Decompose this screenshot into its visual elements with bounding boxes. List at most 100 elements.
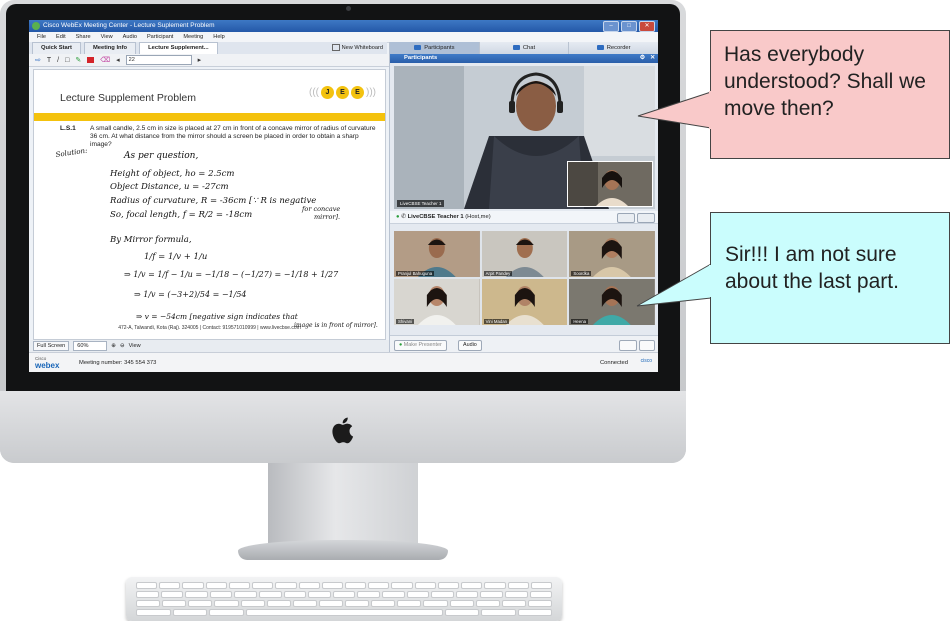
menu-share[interactable]: Share xyxy=(75,34,91,40)
new-whiteboard-label: New Whiteboard xyxy=(341,44,383,51)
full-screen-button[interactable]: Full Screen xyxy=(33,341,70,351)
tab-chat[interactable]: Chat xyxy=(480,42,570,54)
host-row[interactable]: ● ✆ LiveCBSE Teacher 1 (Host,me) xyxy=(390,211,658,224)
document-title: Lecture Supplement Problem xyxy=(60,92,196,104)
video-camera-button[interactable] xyxy=(617,213,635,223)
participant-tile[interactable]: Heena xyxy=(569,279,655,325)
hw-line-10: ⇒ 1/v = 1/f − 1/u = −1/18 − (−1/27) = −1… xyxy=(124,270,339,279)
line-tool-icon[interactable]: / xyxy=(57,56,60,64)
zoom-percent-select[interactable]: 60% xyxy=(73,341,108,351)
swap-video-button[interactable] xyxy=(637,213,655,223)
text-tool-icon[interactable]: T xyxy=(46,56,52,64)
new-whiteboard-button[interactable]: New Whiteboard xyxy=(331,44,383,51)
teacher-bubble-pointer xyxy=(637,91,712,129)
annotation-toolbar: ⇨ T / □ ✎ ⌫ ◂ 22 ▸ xyxy=(29,54,393,67)
participant-tile[interactable]: Arpit Pandey xyxy=(481,231,568,277)
camera-icon xyxy=(346,6,351,11)
page-zoom-select[interactable]: 22 xyxy=(125,55,192,65)
cisco-logo: cisco xyxy=(640,358,652,364)
participant-tile[interactable]: Soordka xyxy=(569,231,655,277)
self-view-video xyxy=(567,161,653,207)
minimize-button[interactable]: – xyxy=(603,21,619,32)
recorder-tab-icon xyxy=(596,44,604,50)
phone-icon: ✆ xyxy=(401,214,406,220)
hw-line-1: As per question, xyxy=(123,151,198,161)
participant-tile[interactable]: Pranjul Bahuguna xyxy=(394,231,480,277)
menu-view[interactable]: View xyxy=(100,34,113,40)
student-bubble-text: Sir!!! I am not sure about the last part… xyxy=(710,212,950,344)
close-button[interactable]: ✕ xyxy=(639,21,655,32)
hw-line-9: 1/f = 1/v + 1/u xyxy=(144,252,207,262)
webex-window: Cisco WebEx Meeting Center - Lecture Sup… xyxy=(29,20,658,372)
hw-line-3: Object Distance, u = -27cm xyxy=(110,182,229,192)
meeting-number: Meeting number: 345 554 373 xyxy=(79,360,157,366)
tab-recorder[interactable]: Recorder xyxy=(569,42,658,54)
question-number: L.S.1 xyxy=(60,125,76,132)
tab-meeting-info[interactable]: Meeting Info xyxy=(83,42,137,54)
make-presenter-label: Make Presenter xyxy=(403,342,442,348)
menu-meeting[interactable]: Meeting xyxy=(183,34,204,40)
zoom-in-icon[interactable]: ⊕ xyxy=(111,343,116,349)
teacher-video-image xyxy=(394,66,655,209)
teacher-speech-bubble: Has everybody understood? Shall we move … xyxy=(636,30,951,159)
student-pip-image xyxy=(568,162,652,206)
hw-line-4: Radius of curvature, R = -36cm [∵ R is n… xyxy=(109,196,316,206)
color-picker-icon[interactable] xyxy=(87,57,95,63)
hw-line-8: By Mirror formula, xyxy=(109,235,192,245)
host-name: LiveCBSE Teacher 1 xyxy=(407,214,464,220)
participant-video-image xyxy=(394,279,480,325)
participant-video-image xyxy=(569,279,655,325)
webex-logo-small-text: Cisco xyxy=(35,356,47,361)
pen-tool-icon[interactable]: ✎ xyxy=(75,57,82,64)
audio-button[interactable]: Audio xyxy=(458,340,482,351)
layout-toggle-button[interactable] xyxy=(619,340,637,351)
jee-letter-j: J xyxy=(321,86,334,99)
make-presenter-button[interactable]: ● Make Presenter xyxy=(394,340,447,351)
hw-line-13: image is in front of mirror]. xyxy=(294,322,378,329)
participant-tile[interactable]: Shivani xyxy=(394,279,480,325)
webex-logo-text: webex xyxy=(35,361,60,370)
participant-name: Soordka xyxy=(571,271,592,276)
menu-help[interactable]: Help xyxy=(213,34,225,40)
invite-button[interactable] xyxy=(639,340,655,351)
document-footer: 472-A, Talwandi, Kota (Raj). 324005 | Co… xyxy=(118,325,301,331)
student-speech-bubble: Sir!!! I am not sure about the last part… xyxy=(636,212,951,344)
tab-lecture-supplement[interactable]: Lecture Supplement... xyxy=(139,42,218,54)
tab-quick-start[interactable]: Quick Start xyxy=(32,42,81,54)
menu-file[interactable]: File xyxy=(37,34,47,40)
panel-settings-icon[interactable]: ⚙ xyxy=(639,55,645,61)
title-bar: Cisco WebEx Meeting Center - Lecture Sup… xyxy=(29,20,658,32)
participants-bottom-bar: ● Make Presenter Audio xyxy=(390,335,658,353)
panel-close-icon[interactable]: ✕ xyxy=(650,55,655,61)
tab-participants[interactable]: Participants xyxy=(390,42,480,54)
menu-participant[interactable]: Participant xyxy=(146,34,174,40)
participant-video-image xyxy=(481,279,568,325)
webex-logo: Cisco webex xyxy=(35,356,59,370)
hw-line-7: So, focal length, f = R/2 = -18cm xyxy=(110,210,252,220)
maximize-button[interactable]: □ xyxy=(621,21,637,32)
jee-letter-e2: E xyxy=(351,86,364,99)
jee-logo: ((( J E E ))) xyxy=(309,86,376,99)
participant-name: Heena xyxy=(571,319,588,324)
whiteboard-icon xyxy=(331,44,340,51)
main-video: LiveCBSE Teacher 1 xyxy=(394,66,655,209)
participant-tile[interactable]: Vini Madan xyxy=(481,279,568,325)
participant-name: Shivani xyxy=(396,319,415,324)
participant-video-image xyxy=(569,231,655,277)
student-bubble-pointer xyxy=(636,263,712,307)
menu-edit[interactable]: Edit xyxy=(56,34,66,40)
zoom-out-icon[interactable]: ⊖ xyxy=(119,343,125,349)
eraser-tool-icon[interactable]: ⌫ xyxy=(100,57,111,64)
pointer-arrow-icon[interactable]: ⇨ xyxy=(35,57,41,64)
hw-line-6: mirror]. xyxy=(314,213,340,221)
document-page: Lecture Supplement Problem ((( J E E )))… xyxy=(33,69,386,340)
menu-audio[interactable]: Audio xyxy=(122,34,137,40)
rectangle-tool-icon[interactable]: □ xyxy=(65,56,70,64)
teacher-bubble-text: Has everybody understood? Shall we move … xyxy=(710,30,950,159)
presenter-ball-icon: ● xyxy=(399,342,403,348)
next-page-icon[interactable]: ▸ xyxy=(197,57,202,64)
participant-video-grid: Pranjul Bahuguna Arpit Pandey Soordka Sh… xyxy=(394,231,655,325)
apple-logo-icon xyxy=(332,417,354,444)
previous-page-icon[interactable]: ◂ xyxy=(116,57,120,64)
view-menu[interactable]: View xyxy=(128,343,141,349)
